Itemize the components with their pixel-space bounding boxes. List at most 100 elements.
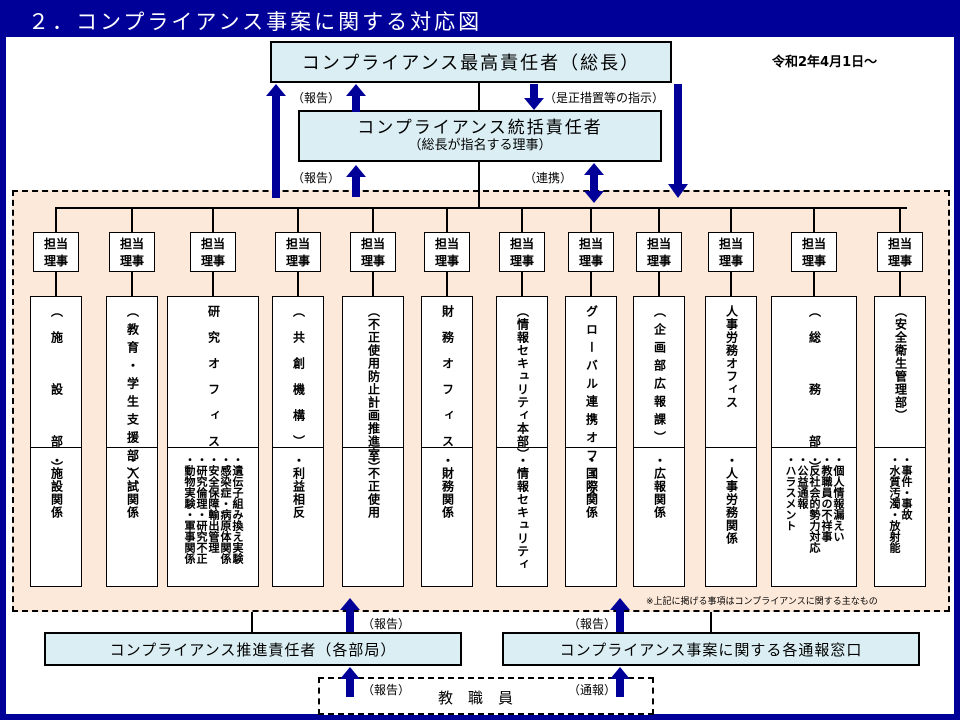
report-arrow-up-top [346,84,366,112]
matter-item: ・遺伝子組み換え実験 [231,454,244,564]
director-box[interactable]: 担当 理事 [109,232,155,272]
department-unit-label: （情報セキュリティ本部） [515,305,530,461]
department-column[interactable]: （総 務 部）・個人情報漏えい・教職員の不祥事・反社会的勢力対応・公益通報・ハラ… [771,296,857,587]
director-box[interactable]: 担当 理事 [499,232,545,272]
department-unit-label: 財務オフィス [440,305,455,461]
department-unit-label: （不正使用防止計画推進室） [366,305,381,474]
department-column[interactable]: （教育・学生支援部）・入試関係 [106,296,158,587]
director-box[interactable]: 担当 理事 [877,232,923,272]
matter-item: ・入試関係 [125,454,140,519]
department-bus-line [55,207,907,209]
general-compliance-officer-label: コンプライアンス統括責任者 [357,118,603,138]
department-unit: （情報セキュリティ本部） [497,297,547,461]
department-matters: ・事件・事故・水質汚濁・放射能 [875,448,925,586]
department-column[interactable]: （情報セキュリティ本部）・情報セキュリティ [496,296,548,587]
connector-line [590,208,592,232]
department-unit-label: （総 務 部） [807,305,822,487]
general-compliance-officer-box[interactable]: コンプライアンス統括責任者 （総長が指名する理事） [298,110,662,162]
connector-line [297,208,299,232]
connector-line [521,208,523,232]
department-column[interactable]: （安全衛生管理部）・事件・事故・水質汚濁・放射能 [874,296,926,587]
connector-line [813,272,815,296]
promotion-officer-box[interactable]: コンプライアンス推進責任者（各部局） [44,632,462,666]
connector-line [730,208,732,232]
footnote: ※上記に掲げる事項はコンプライアンスに関する主なもの [646,597,878,607]
director-box[interactable]: 担当 理事 [636,232,682,272]
director-box[interactable]: 担当 理事 [350,232,396,272]
department-matters: ・利益相反 [273,448,323,586]
department-column[interactable]: 人事労務オフィス・人事労務関係 [705,296,757,587]
department-column[interactable]: （不正使用防止計画推進室）・不正使用 [342,296,404,587]
department-unit: グローバル連携オフィス [566,297,616,503]
department-matters: ・人事労務関係 [706,448,756,586]
director-box[interactable]: 担当 理事 [275,232,321,272]
matter-item: ・財務関係 [440,454,455,519]
department-unit: 人事労務オフィス [706,297,756,448]
employees-box[interactable]: 教 職 員 [318,677,654,715]
matter-item: ・個人情報漏えい [832,454,845,542]
director-box[interactable]: 担当 理事 [33,232,79,272]
connector-line [212,208,214,232]
department-unit-label: （教育・学生支援部） [125,305,140,485]
whistle-arrow-up [610,667,630,697]
matter-item: ・研究倫理・研究不正 [195,454,208,564]
connector-line [478,83,480,111]
connector-line [372,272,374,296]
department-unit-label: グローバル連携オフィス [584,305,599,503]
matter-item: ・不正使用 [366,454,381,519]
department-unit: （総 務 部） [772,297,856,487]
department-matters: ・入試関係 [107,448,157,586]
department-matters: ・広報関係 [634,448,684,586]
instruction-arrow-long-down [668,84,688,198]
matter-item: ・情報セキュリティ [515,454,530,571]
connector-line [478,162,480,208]
department-unit: （共創機構） [273,297,323,461]
instruction-arrow-down [524,84,544,110]
connector-line [446,272,448,296]
department-column[interactable]: 研究オフィス・遺伝子組み換え実験・感染症・病原体関係・安全保障輸出管理・研究倫理… [167,296,259,587]
director-box[interactable]: 担当 理事 [424,232,470,272]
department-unit-label: 人事労務オフィス [724,305,739,409]
department-column[interactable]: （施 設 部）・施設関係 [30,296,82,587]
department-column[interactable]: （企画部広報課） ・広報関係 [633,296,685,587]
instruction-label: （是正措置等の指示） [544,91,665,105]
department-unit: （不正使用防止計画推進室） [343,297,403,474]
connector-line [446,208,448,232]
department-unit: 研究オフィス [168,297,258,461]
reporting-desk-box[interactable]: コンプライアンス事案に関する各通報窓口 [502,632,920,666]
connector-line [251,612,253,632]
connector-line [730,272,732,296]
employees-label: 教 職 員 [438,689,514,707]
department-matters: ・個人情報漏えい・教職員の不祥事・反社会的勢力対応・公益通報・ハラスメント [772,448,856,586]
department-unit: （企画部広報課） [634,297,684,449]
matter-item: ・利益相反 [291,454,306,519]
effective-date: 令和2年4月1日～ [772,55,878,70]
connector-line [55,208,57,232]
report-label-bottom-right: （報告） [568,617,617,631]
matter-item: ・教職員の不祥事 [820,454,833,542]
page-title: ２．コンプライアンス事案に関する対応図 [28,10,483,34]
whistle-label: （通報） [568,683,617,697]
connector-line [212,272,214,296]
department-column[interactable]: グローバル連携オフィス・国際関係 [565,296,617,587]
director-box[interactable]: 担当 理事 [190,232,236,272]
matter-item: ・施設関係 [49,454,64,519]
department-column[interactable]: （共創機構）・利益相反 [272,296,324,587]
matter-item: ・人事労務関係 [724,454,739,545]
connector-line [899,208,901,232]
department-column[interactable]: 財務オフィス・財務関係 [421,296,473,587]
director-box[interactable]: 担当 理事 [568,232,614,272]
top-compliance-officer-box[interactable]: コンプライアンス最高責任者（総長） [270,41,672,83]
matter-item: ・広報関係 [652,454,667,519]
connector-line [658,208,660,232]
connector-line [131,272,133,296]
director-box[interactable]: 担当 理事 [791,232,837,272]
department-unit: 財務オフィス [422,297,472,461]
top-compliance-officer-label: コンプライアンス最高責任者（総長） [301,53,641,74]
matter-item: ・動物実験・軍事関係 [183,454,196,564]
report-label-bottom-left: （報告） [362,617,411,631]
department-matters: ・情報セキュリティ [497,448,547,586]
connector-line [55,272,57,296]
director-box[interactable]: 担当 理事 [708,232,754,272]
reporting-desk-label: コンプライアンス事案に関する各通報窓口 [559,640,863,659]
